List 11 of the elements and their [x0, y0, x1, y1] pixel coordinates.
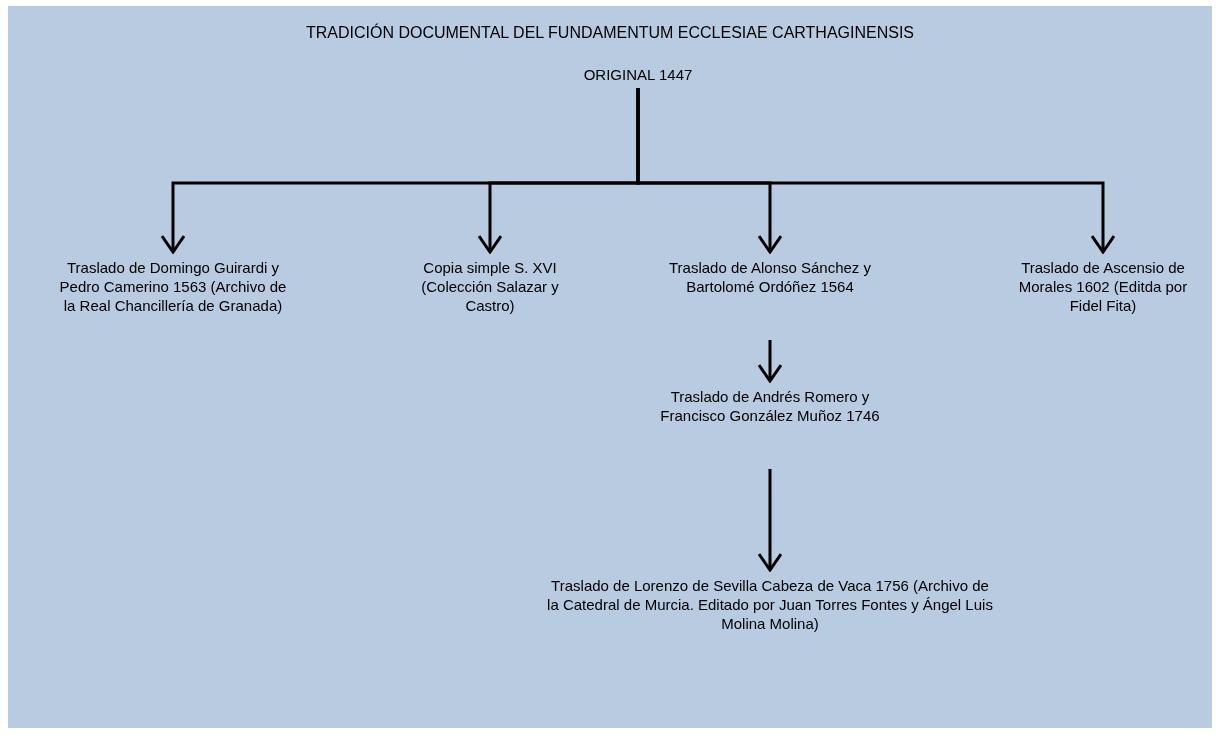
arrow — [636, 88, 1116, 254]
diagram-title: TRADICIÓN DOCUMENTAL DEL FUNDAMENTUM ECCLESIAE CARTHAGINENSIS — [304, 24, 916, 42]
document-label: Traslado de Domingo Guirardi y Pedro Camerino 1563 (Archivo de la Real Chancillería de Granada) — [55, 258, 291, 315]
document-label: Traslado de Lorenzo de Sevilla Cabeza de Vaca 1756 (Archivo de la Catedral de Murcia. Editado por Juan Torres Fontes y Ángel Luis Molina Molina) — [545, 576, 995, 633]
document-label: Traslado de Alonso Sánchez y Bartolomé Ordóñez 1564 — [645, 258, 895, 296]
arrow — [757, 469, 783, 572]
document-label: Traslado de Andrés Romero y Francisco González Muñoz 1746 — [652, 387, 888, 425]
arrow — [757, 340, 783, 383]
document-label: ORIGINAL 1447 — [538, 65, 738, 84]
document-label: Copia simple S. XVI (Colección Salazar y Castro) — [410, 258, 570, 315]
document-label: Traslado de Ascensio de Morales 1602 (Editda por Fidel Fita) — [1003, 258, 1203, 315]
